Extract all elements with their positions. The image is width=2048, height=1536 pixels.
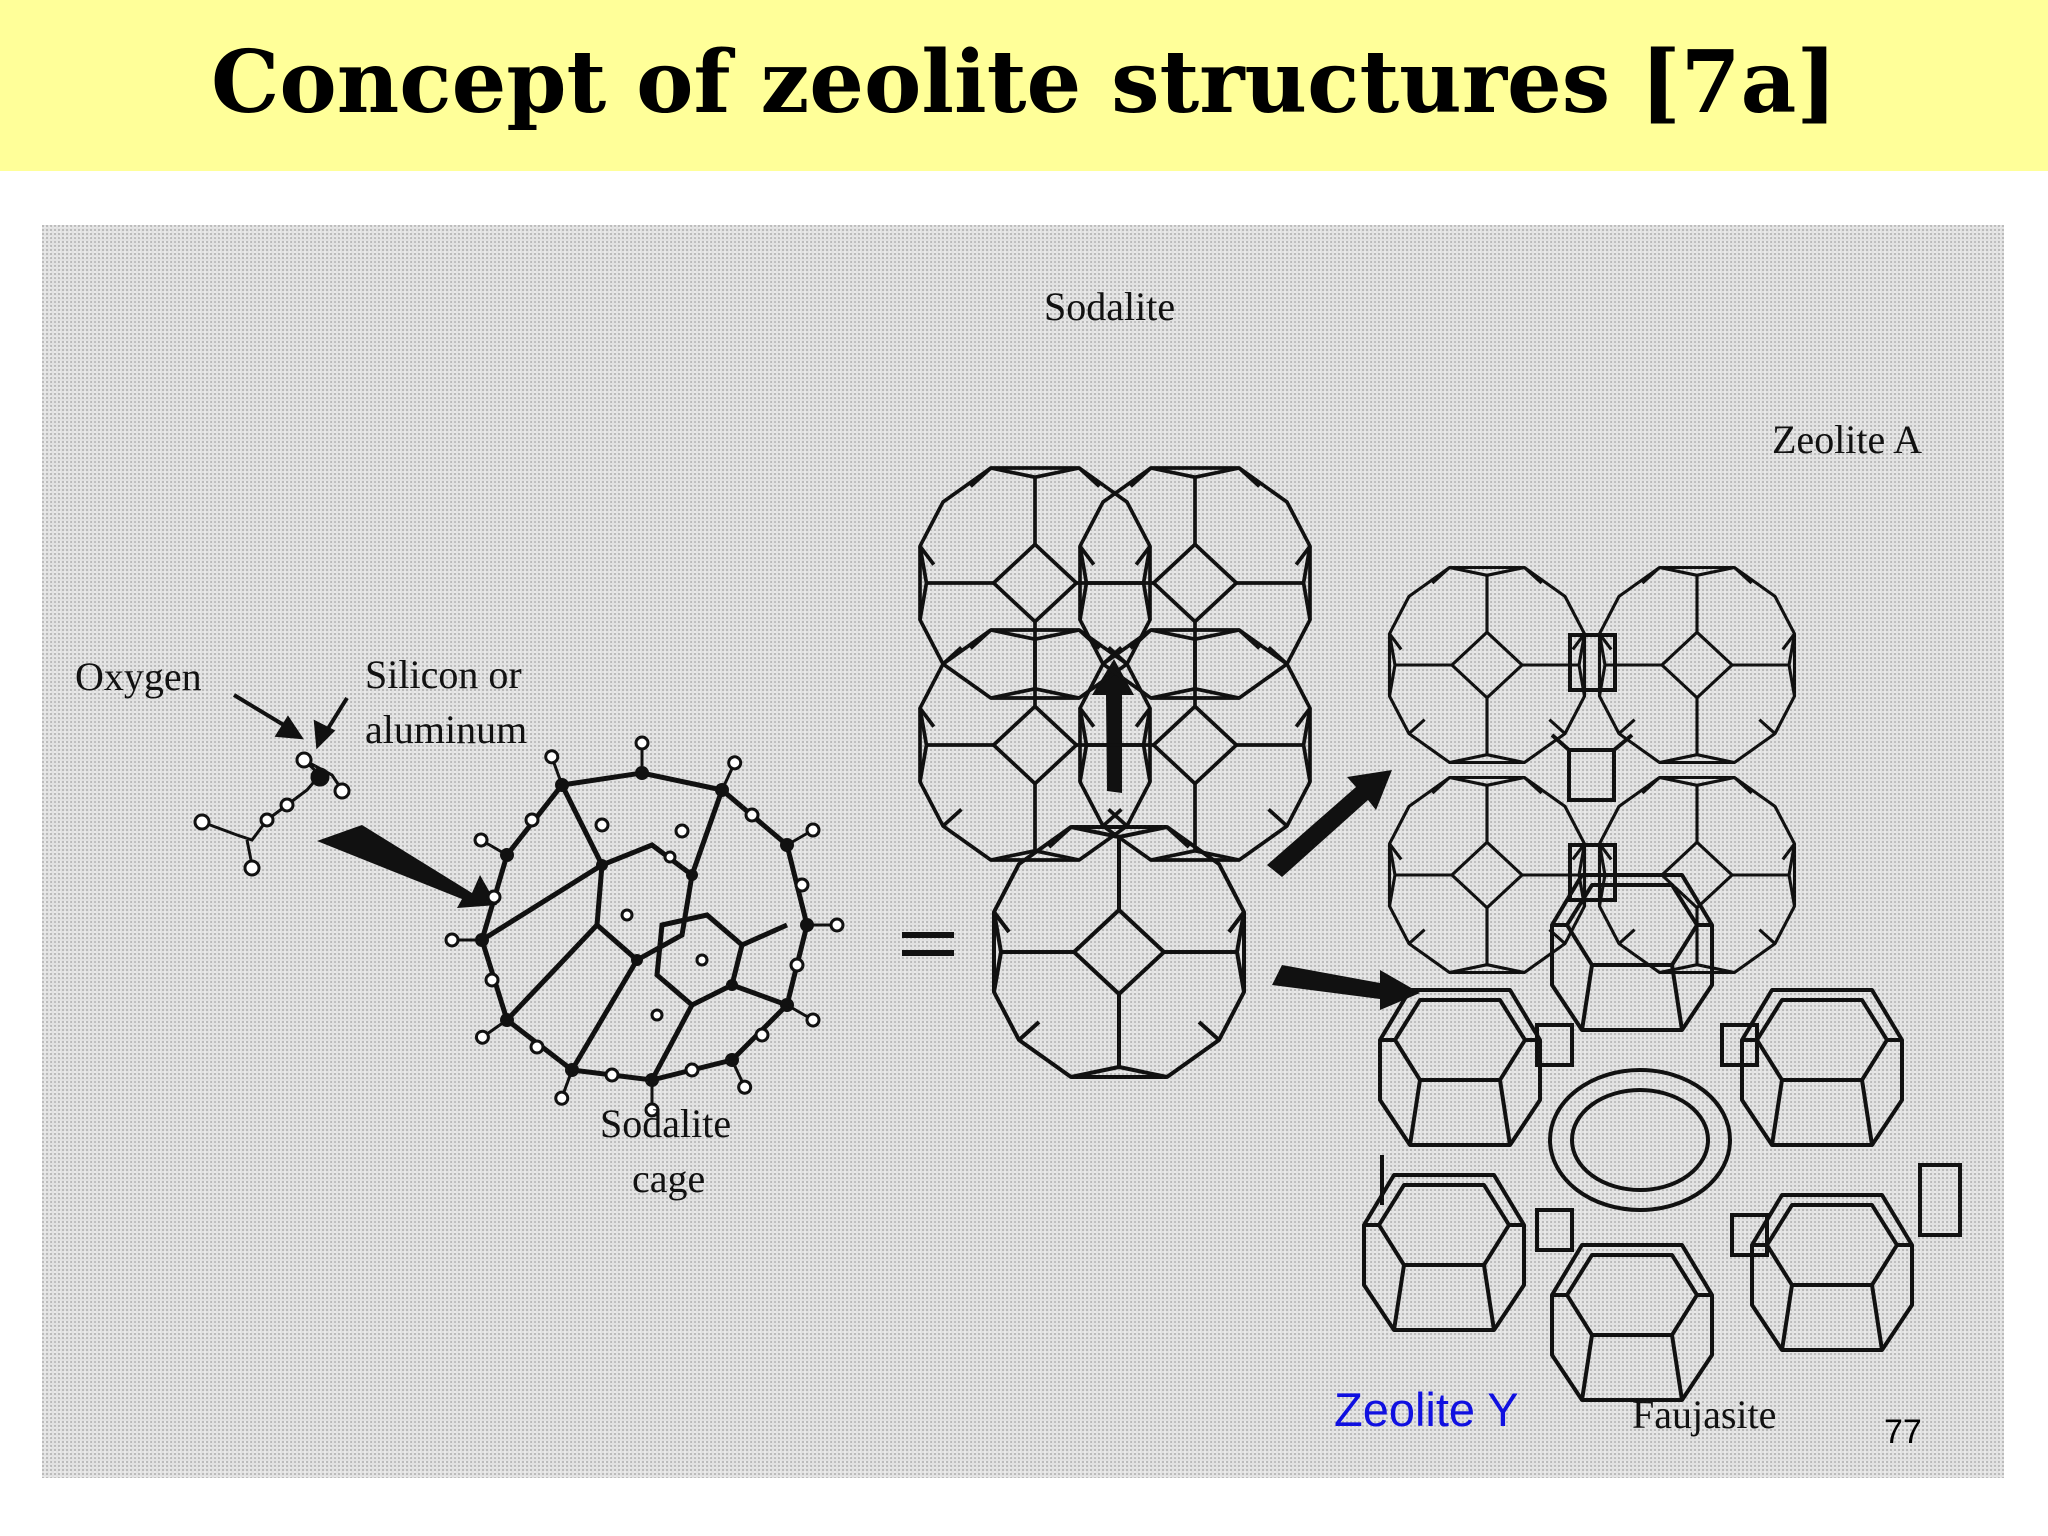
arrow-to-faujasite — [1272, 965, 1420, 1010]
title-bar: Concept of zeolite structures [7a] — [0, 0, 2048, 171]
faujasite-structure — [1362, 873, 1962, 1402]
zeolite-diagram — [193, 466, 1962, 1402]
label-silicon-or-aluminum-line2: aluminum — [365, 707, 528, 752]
label-faujasite: Faujasite — [1632, 1392, 1777, 1437]
sodalite-cage-ballstick — [444, 735, 845, 1118]
arrow-to-sodalite — [1092, 659, 1134, 793]
page-number: 77 — [1884, 1413, 1922, 1451]
label-zeolite-y: Zeolite Y — [1334, 1383, 1519, 1436]
label-sodalite: Sodalite — [1044, 284, 1176, 329]
label-arrows — [232, 693, 349, 750]
label-oxygen: Oxygen — [75, 654, 202, 699]
slide-title: Concept of zeolite structures [7a] — [210, 32, 1838, 133]
tetrahedral-fragment — [193, 751, 351, 877]
label-sodalite-cage-line2: cage — [632, 1156, 706, 1201]
label-silicon-or-aluminum-line1: Silicon or — [365, 652, 522, 697]
equals-sign — [902, 932, 954, 956]
label-sodalite-cage-line1: Sodalite — [600, 1101, 732, 1146]
sodalite-cage-polyhedron — [992, 825, 1246, 1079]
label-zeolite-a: Zeolite A — [1772, 417, 1922, 462]
zeolite-a-structure — [1387, 565, 1797, 975]
arrow-to-cage — [317, 825, 497, 908]
diagram-panel: Oxygen Silicon or aluminum Sodalite cage… — [42, 225, 2004, 1478]
arrow-to-zeolite-a — [1267, 770, 1392, 877]
